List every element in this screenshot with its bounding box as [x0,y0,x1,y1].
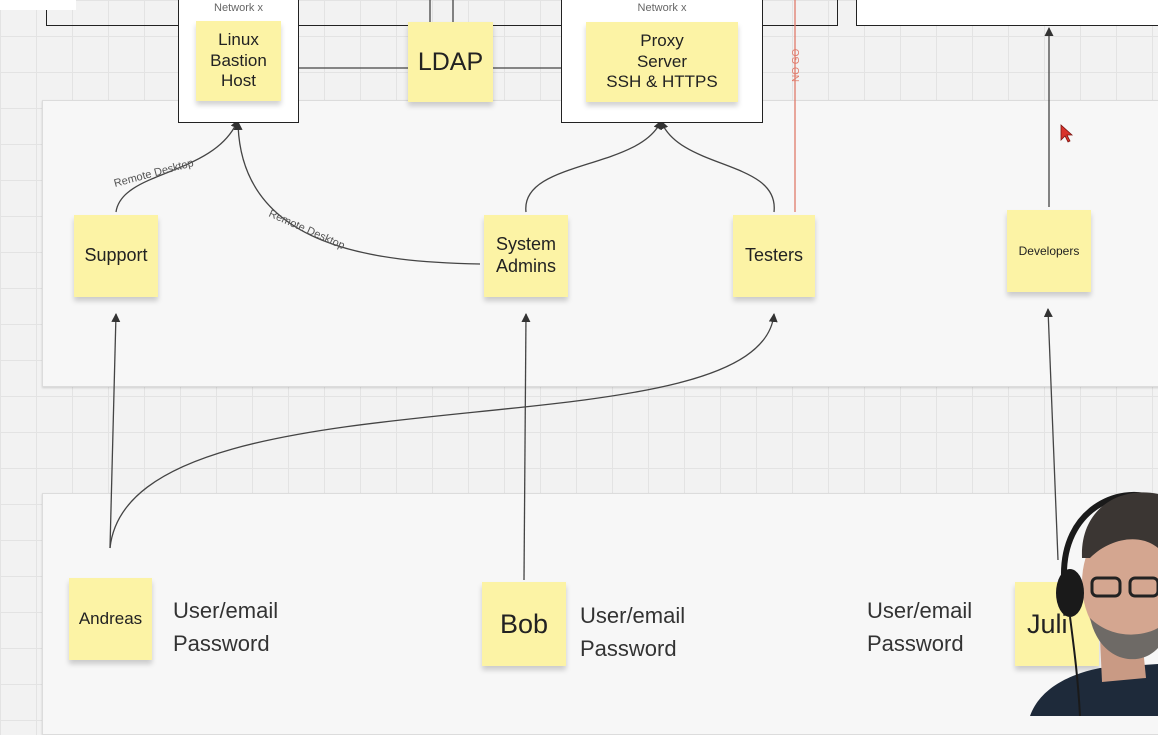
support-note[interactable]: Support [74,215,158,297]
andreas-note[interactable]: Andreas [69,578,152,660]
julia-credentials-line1: User/email [867,598,973,623]
julia-credentials: User/email Password [867,594,972,660]
developers-note[interactable]: Developers [1007,210,1091,292]
proxy-server-note[interactable]: Proxy Server SSH & HTTPS [586,22,738,102]
bob-note[interactable]: Bob [482,582,566,666]
connections: Remote Desktop Remote Desktop NO GO [109,0,1059,581]
ldap-note[interactable]: LDAP [408,22,493,102]
edge-label-remote-desktop-1: Remote Desktop [113,157,195,190]
presenter-webcam-overlay [1030,491,1158,716]
network-label-left: Network x [214,2,263,14]
roles-frame [42,100,1158,387]
bob-credentials-line1: User/email [580,603,686,628]
mouse-cursor-icon [1060,124,1074,143]
users-frame [42,493,1158,735]
julia-note[interactable]: Juli [1015,582,1099,666]
andreas-credentials: User/email Password [173,594,278,660]
testers-note[interactable]: Testers [733,215,815,297]
andreas-credentials-line2: Password [173,631,270,656]
top-right-sticky-partial [1038,0,1133,10]
linux-bastion-host-note[interactable]: Linux Bastion Host [196,21,281,101]
top-left-sticky-partial [0,0,76,10]
system-admins-note[interactable]: System Admins [484,215,568,297]
bob-credentials-line2: Password [580,636,677,661]
andreas-credentials-line1: User/email [173,598,279,623]
edge-label-no-go: NO GO [791,48,802,82]
edge-label-remote-desktop-2: Remote Desktop [267,208,347,252]
julia-credentials-line2: Password [867,631,964,656]
bob-credentials: User/email Password [580,599,685,665]
network-label-right: Network x [637,2,687,14]
